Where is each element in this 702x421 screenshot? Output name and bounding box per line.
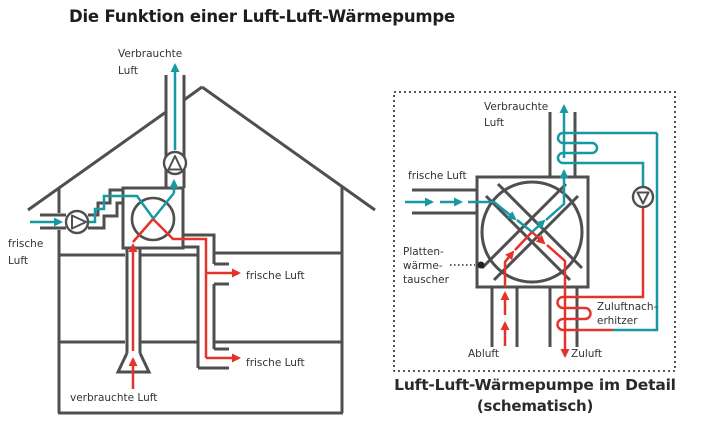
label-fresh-room-upper: frische Luft — [246, 270, 305, 282]
label-plate-hx-line3: tauscher — [403, 274, 450, 286]
room-supply-duct — [183, 233, 229, 370]
detail-caption-line2: (schematisch) — [477, 397, 593, 415]
hx-leader-dot — [477, 261, 485, 269]
label-reheater-line2: erhitzer — [597, 315, 638, 327]
label-fresh-air-line1: frische — [8, 238, 43, 250]
page-title: Die Funktion einer Luft-Luft-Wärmepumpe — [69, 7, 455, 26]
label-detail-exhaust-line1: Verbrauchte — [484, 101, 548, 113]
house-labels: Verbrauchte Luft frische Luft frische Lu… — [8, 48, 305, 404]
label-exhaust-air-line1: Verbrauchte — [118, 48, 182, 60]
house-walls — [57, 186, 344, 415]
wall-fan-icon — [64, 209, 90, 235]
detail-abluft-flow — [500, 231, 533, 346]
label-abluft: Abluft — [468, 348, 499, 360]
label-detail-fresh: frische Luft — [408, 170, 467, 182]
label-fresh-room-lower: frische Luft — [246, 357, 305, 369]
detail-exhaust-flow — [531, 104, 569, 233]
detail-dotted-border — [393, 91, 676, 372]
house-stale-air-flow — [128, 218, 241, 389]
label-fresh-air-line2: Luft — [8, 255, 28, 267]
house-diagram — [27, 75, 376, 415]
label-zuluft: Zuluft — [571, 348, 602, 360]
house-roof — [27, 85, 376, 212]
detail-fresh-flow — [405, 197, 533, 233]
compressor-icon — [631, 185, 655, 209]
detail-zuluft-flow — [531, 231, 570, 358]
detail-labels: Verbrauchte Luft frische Luft Platten- w… — [403, 101, 658, 360]
house-floors — [60, 251, 341, 344]
chimney-fan-icon — [162, 150, 188, 176]
house-fresh-air-flow — [30, 63, 180, 227]
label-detail-exhaust-line2: Luft — [484, 117, 504, 129]
label-exhaust-air-line2: Luft — [118, 65, 138, 77]
stale-riser-duct — [125, 248, 142, 353]
detail-diagram: Verbrauchte Luft frische Luft Platten- w… — [393, 91, 676, 415]
refrigerant-cold-line — [613, 133, 659, 332]
evaporator-coil-icon — [556, 131, 657, 186]
label-plate-hx-line1: Platten- — [403, 246, 444, 258]
detail-caption-line1: Luft-Luft-Wärmepumpe im Detail — [394, 376, 676, 394]
label-plate-hx-line2: wärme- — [403, 260, 443, 272]
reheater-coil-icon — [556, 295, 613, 332]
label-stale-intake: verbrauchte Luft — [70, 392, 157, 404]
refrigerant-hot-line — [592, 207, 645, 299]
label-reheater-line1: Zuluftnach- — [597, 301, 658, 313]
